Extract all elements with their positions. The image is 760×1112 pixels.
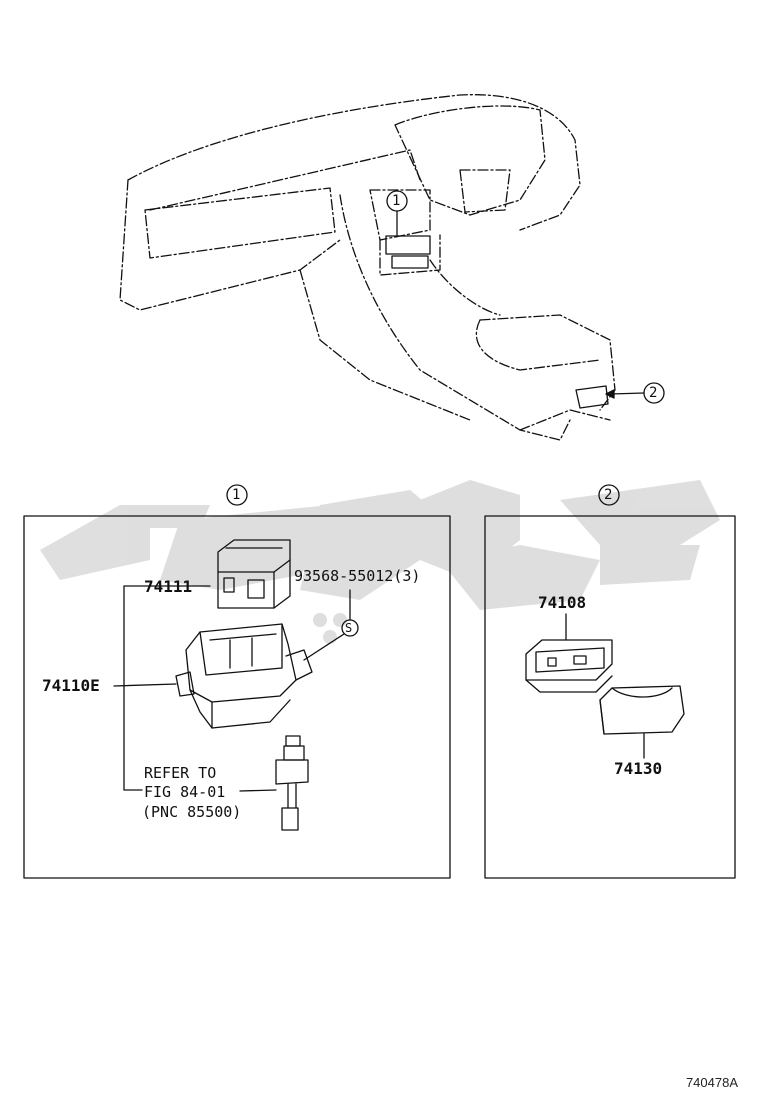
- leader-74111: [123, 585, 211, 791]
- bolt-part-label: 93568-55012(3): [294, 567, 421, 585]
- bolt-mark-circle: [341, 619, 359, 637]
- refer-line-3: (PNC 85500): [142, 803, 242, 821]
- panel-1-frame: [23, 515, 451, 879]
- panel-1-callout-label: 1: [232, 487, 241, 503]
- part-label-74111: 74111: [144, 577, 193, 596]
- refer-line-2: FIG 84-01: [144, 783, 226, 801]
- part-74130-drawing: [599, 685, 685, 735]
- overview-rear-box-shape: [575, 385, 609, 409]
- panel-2-frame: [484, 515, 736, 879]
- bolt-mark-label: S: [345, 621, 353, 635]
- callout-1-label: 1: [392, 193, 401, 209]
- leader-switch: [239, 789, 277, 792]
- figure-code: 740478A: [685, 1075, 738, 1090]
- callout-2-label: 2: [649, 385, 658, 401]
- part-label-74108: 74108: [538, 593, 587, 612]
- panel-2-callout-circle: [598, 484, 620, 506]
- part-label-74110E: 74110E: [42, 676, 100, 695]
- dashboard-overview: [119, 94, 616, 441]
- part-74108-drawing: [525, 639, 613, 693]
- refer-line-1: REFER TO: [144, 764, 217, 782]
- overview-console-box-shape: [385, 235, 431, 255]
- part-label-74130: 74130: [614, 759, 663, 778]
- part-74110E-drawing: [175, 623, 313, 729]
- panel-1-callout-circle: [226, 484, 248, 506]
- panel-2-callout-label: 2: [604, 487, 613, 503]
- switch-drawing: [275, 735, 309, 831]
- part-74111-drawing: [217, 539, 291, 609]
- leader-74110E: [113, 683, 177, 687]
